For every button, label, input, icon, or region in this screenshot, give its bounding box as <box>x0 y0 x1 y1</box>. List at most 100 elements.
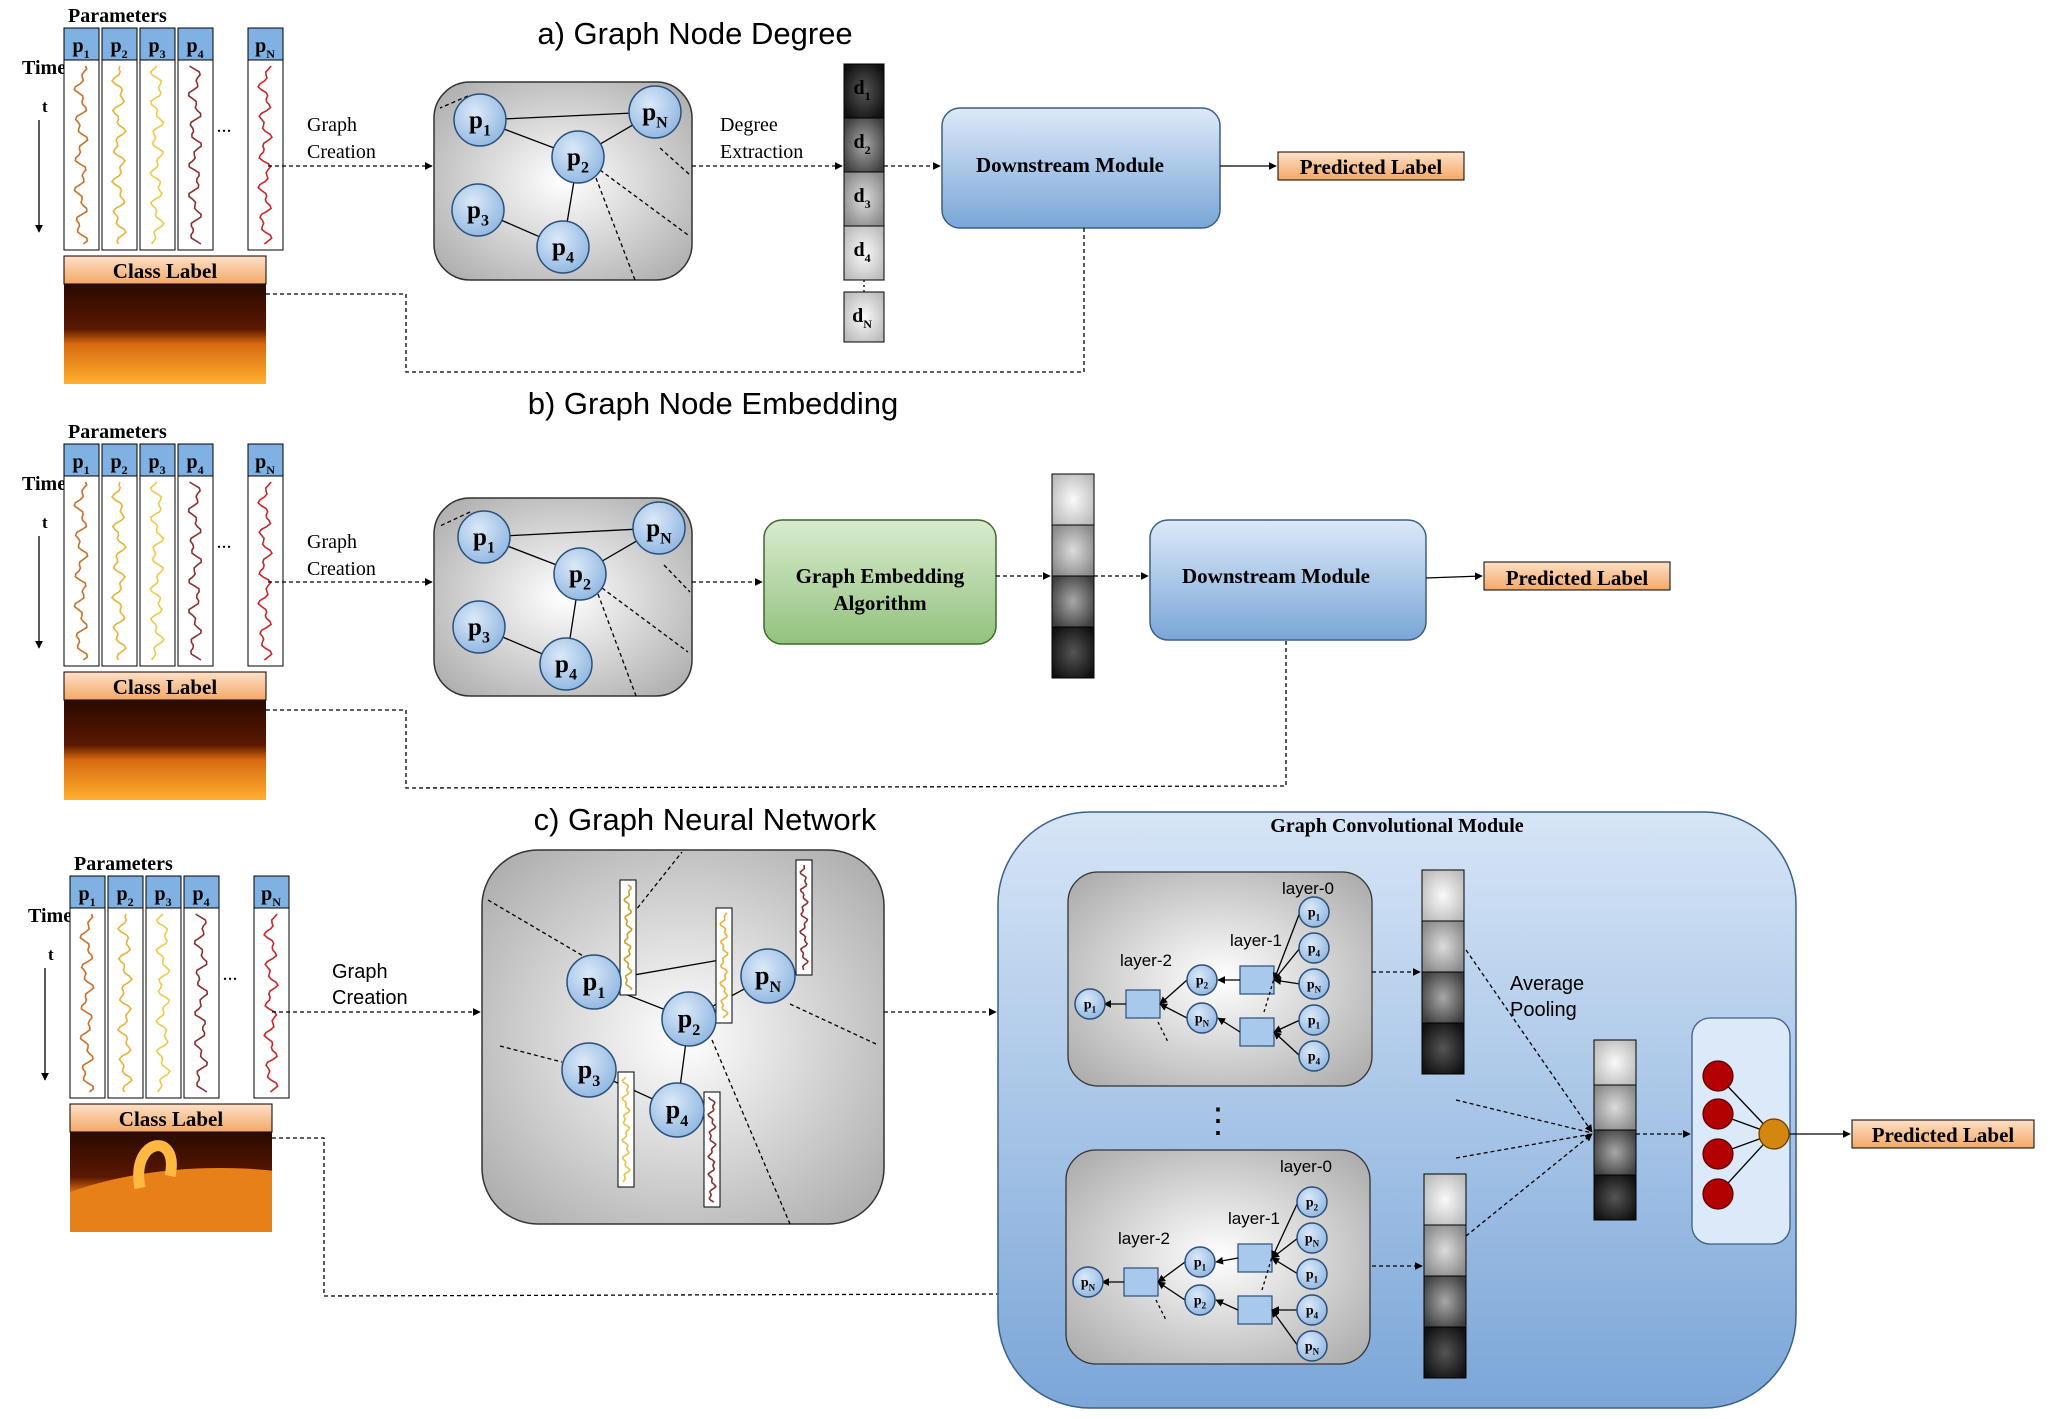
layer-0-node <box>1298 1004 1330 1036</box>
layer-0-label: layer-0 <box>1282 879 1334 898</box>
aggregation-dashed <box>1261 1249 1275 1291</box>
parameter-series-wave <box>193 913 209 1093</box>
param-subscript: 1 <box>84 47 90 61</box>
parameter-label: pN <box>261 883 281 909</box>
param-letter: p <box>1084 998 1092 1013</box>
aggregation-dashed <box>1155 1299 1167 1321</box>
parameters-label: Parameters <box>68 421 167 443</box>
param-subscript: N <box>1313 1347 1320 1357</box>
pooled-vector-cell <box>1593 1129 1637 1176</box>
root-node <box>1072 1266 1104 1298</box>
prediction-arrow <box>1425 572 1483 581</box>
node-label: pN <box>755 961 781 996</box>
aggregation-arrow <box>1217 1017 1241 1033</box>
parameter-series-box <box>247 475 284 667</box>
parameter-series-wave <box>116 913 133 1093</box>
degree-label: d3 <box>853 185 870 211</box>
param-letter: p <box>467 197 481 224</box>
aggregation-square <box>1237 1243 1273 1273</box>
pooling-arrow <box>1465 949 1593 1133</box>
node-embedding-cell <box>1423 1224 1467 1277</box>
node-label: pN <box>646 515 672 548</box>
node-label: p1 <box>1306 1268 1319 1285</box>
output-neuron <box>1758 1118 1790 1150</box>
param-subscript: 2 <box>583 576 591 593</box>
predicted-label-text: Predicted Label <box>1506 566 1649 590</box>
node-label: p4 <box>666 1095 688 1130</box>
node-label: p4 <box>1308 1050 1321 1067</box>
param-subscript: 2 <box>1202 1301 1207 1311</box>
node-label: p1 <box>1308 1014 1321 1031</box>
param-letter: p <box>583 967 597 996</box>
node-embedding-cell <box>1423 1173 1467 1226</box>
param-letter: p <box>148 451 159 473</box>
node-p1 <box>566 954 622 1010</box>
parameter-label: p3 <box>154 883 171 909</box>
param-subscript: 4 <box>1316 1057 1321 1067</box>
param-letter: p <box>1306 1268 1314 1283</box>
parameter-label: p1 <box>72 451 89 477</box>
aggregation-arrow <box>1215 1299 1239 1311</box>
layer-0-node <box>1296 1258 1328 1290</box>
node-p2 <box>553 547 607 601</box>
node-embedding-cell <box>1421 1022 1465 1075</box>
aggregation-dashed <box>1157 1021 1169 1043</box>
gcm-title: Graph Convolutional Module <box>1270 815 1524 837</box>
parameter-series-box <box>253 907 290 1099</box>
layer-2-label: layer-2 <box>1120 951 1172 970</box>
node-label: p4 <box>1308 942 1321 959</box>
average-pooling-label: Average <box>1510 973 1584 995</box>
graph-creation-label: Graph <box>332 961 388 983</box>
predicted-label-text: Predicted Label <box>1872 1123 2015 1147</box>
node-time-series-wave <box>623 884 633 991</box>
param-letter: p <box>255 451 266 473</box>
param-subscript: N <box>863 317 872 331</box>
node-time-series-wave <box>621 1076 631 1183</box>
aggregation-arrow <box>1273 977 1301 985</box>
graph-edge-dashed <box>487 899 591 961</box>
parameter-series-box <box>247 59 284 251</box>
graph-edge-dashed <box>711 1039 791 1225</box>
parameter-series-wave <box>187 65 203 245</box>
parameter-series-wave <box>263 913 279 1093</box>
solar-image-group <box>70 1140 272 1232</box>
node-label: p4 <box>552 234 574 266</box>
hidden-neuron <box>1702 1098 1734 1130</box>
node-label: p1 <box>1084 998 1097 1015</box>
parameter-series-box <box>63 59 100 251</box>
pooled-vector-cell <box>1593 1084 1637 1131</box>
parameter-series-box <box>63 475 100 667</box>
graph-creation-label: Graph <box>307 114 357 136</box>
param-subscript: N <box>656 114 668 131</box>
aggregation-square <box>1125 989 1161 1019</box>
param-subscript: 2 <box>122 47 128 61</box>
param-letter: p <box>1308 1014 1316 1029</box>
node-time-series-strip <box>617 1071 635 1188</box>
node-label: p1 <box>469 107 491 140</box>
node-label: p2 <box>569 561 591 594</box>
aggregation-arrow <box>1273 1031 1301 1057</box>
param-letter: p <box>1194 1294 1202 1309</box>
aggregation-square <box>1239 1017 1275 1047</box>
param-subscript: 4 <box>1316 949 1321 959</box>
param-letter: p <box>1081 1276 1089 1291</box>
node-label: pN <box>1305 1340 1320 1357</box>
param-subscript: 1 <box>597 985 605 1002</box>
graph-edge <box>479 111 656 121</box>
parameter-label: p3 <box>148 451 165 477</box>
param-subscript: 3 <box>592 1073 600 1090</box>
param-letter: d <box>853 131 864 153</box>
layer-1-node <box>1186 1002 1218 1034</box>
param-subscript: 1 <box>865 89 871 103</box>
parameter-series-wave <box>73 481 89 661</box>
node-label: pN <box>1307 978 1322 995</box>
param-subscript: 3 <box>482 629 490 646</box>
section-c-title: c) Graph Neural Network <box>534 802 877 837</box>
predicted-label-text: Predicted Label <box>1300 155 1443 179</box>
aggregation-arrow <box>1157 1281 1186 1301</box>
param-letter: p <box>642 99 656 126</box>
label-feedback-line <box>266 640 1287 789</box>
node-label: p1 <box>473 524 495 557</box>
node-pN <box>740 948 796 1004</box>
parameter-series-box <box>183 907 220 1099</box>
